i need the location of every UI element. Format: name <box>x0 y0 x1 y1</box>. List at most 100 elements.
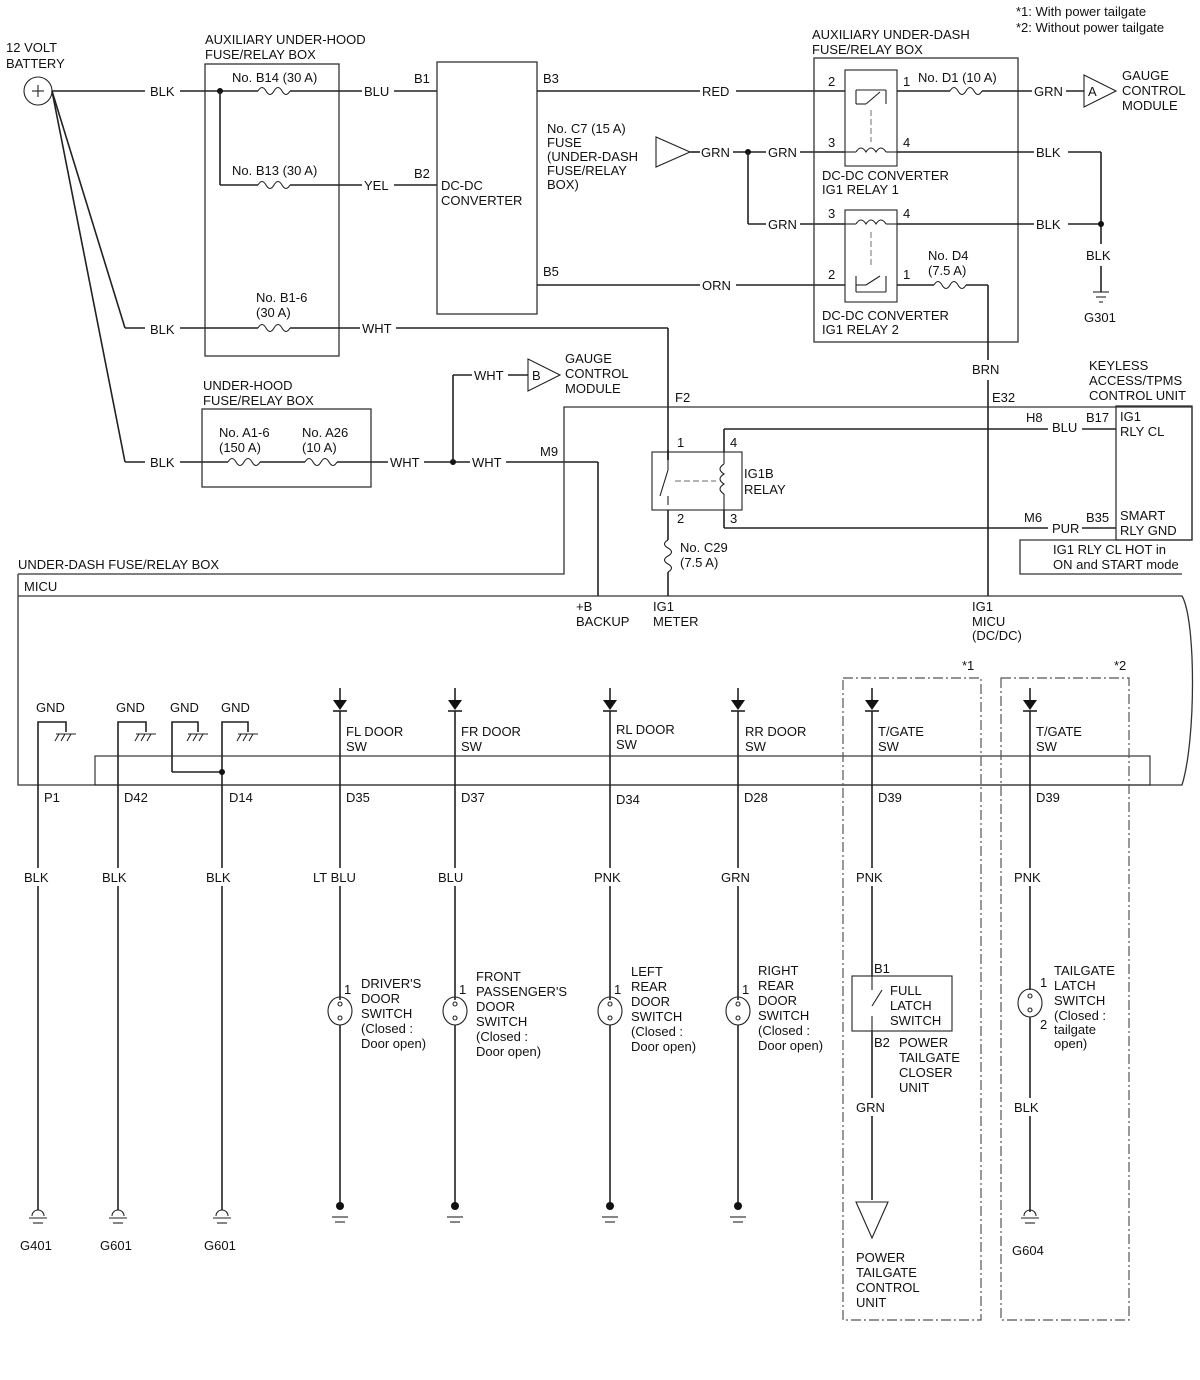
keyless-label-2: ACCESS/TPMS <box>1089 373 1183 388</box>
front-pass-label-5: (Closed : <box>476 1029 528 1044</box>
relay2-pin4: 4 <box>903 206 910 221</box>
wire-pnk-tg2: PNK <box>1014 870 1041 885</box>
fuse-b14-icon <box>257 86 291 96</box>
wire-blu-b1: BLU <box>364 84 389 99</box>
micu-inner-bus <box>94 755 1151 786</box>
ig1b-label-1: IG1B <box>744 466 774 481</box>
ground-g401: G401 <box>20 1238 52 1253</box>
ground-icon-front-pass <box>447 1216 463 1223</box>
battery-label-1: 12 VOLT <box>6 40 57 55</box>
term-d39-b: D39 <box>1036 790 1060 805</box>
ground-g301: G301 <box>1084 310 1116 325</box>
relay1-pin3: 3 <box>828 135 835 150</box>
rl-door-sw-label-2: SW <box>616 737 638 752</box>
wire-grn-c7: GRN <box>701 145 730 160</box>
gnd-label-d14a: GND <box>170 700 199 715</box>
wire-grn-r2: GRN <box>768 217 797 232</box>
keyless-smart-label-1: SMART <box>1120 508 1165 523</box>
left-rear-label-2: REAR <box>631 979 667 994</box>
relay2-label-1: DC-DC CONVERTER <box>822 308 949 323</box>
wire-blk-r2: BLK <box>1036 217 1061 232</box>
relay2-label-2: IG1 RELAY 2 <box>822 322 899 337</box>
gauge-a-label-3: MODULE <box>1122 98 1178 113</box>
wire-wht-m9: WHT <box>472 455 502 470</box>
dcdc-label-2: CONVERTER <box>441 193 522 208</box>
driver-switch-label-2: DOOR <box>361 991 400 1006</box>
full-latch-switch <box>871 976 883 1031</box>
fuse-a26-label-2: (10 A) <box>302 440 337 455</box>
wire-pur-m6: PUR <box>1052 521 1079 536</box>
micu-meter-label-1: IG1 <box>653 599 674 614</box>
term-p1: P1 <box>44 790 60 805</box>
left-rear-label-1: LEFT <box>631 964 663 979</box>
diode-icon-rr <box>731 688 745 712</box>
dcdc-label-1: DC-DC <box>441 178 483 193</box>
fr-door-sw-label-2: SW <box>461 739 483 754</box>
wire-blk-tg2: BLK <box>1014 1100 1039 1115</box>
relay1-label-2: IG1 RELAY 1 <box>822 182 899 197</box>
fuse-c7-label-1: No. C7 (15 A) <box>547 121 626 136</box>
ig1b-relay <box>651 451 743 511</box>
fuse-d4-label-1: No. D4 <box>928 248 968 263</box>
note-2: *2: Without power tailgate <box>1016 20 1164 35</box>
chassis-ground-icon-p1 <box>54 733 76 742</box>
wire-blk-3: BLK <box>150 455 175 470</box>
front-pass-label-2: PASSENGER'S <box>476 984 567 999</box>
tailgate-latch-switch <box>1017 988 1043 1018</box>
aux-underhood-label-2: FUSE/RELAY BOX <box>205 47 316 62</box>
tailgate-latch-label-2: LATCH <box>1054 978 1096 993</box>
right-rear-label-6: Door open) <box>758 1038 823 1053</box>
underhood-label-1: UNDER-HOOD <box>203 378 293 393</box>
fl-door-sw-label-2: SW <box>346 739 368 754</box>
wire-blk-r1: BLK <box>1036 145 1061 160</box>
fuse-d1-icon <box>949 86 983 96</box>
wire-pnk-tg1: PNK <box>856 870 883 885</box>
term-d42: D42 <box>124 790 148 805</box>
wire-yel-b2: YEL <box>364 178 389 193</box>
micu-outline <box>17 574 1194 786</box>
aux-underdash-label-2: FUSE/RELAY BOX <box>812 42 923 57</box>
ig1-note-1: IG1 RLY CL HOT in <box>1053 542 1166 557</box>
fuse-b16-icon <box>257 323 291 333</box>
dcdc-ig1-relay-1 <box>844 69 898 167</box>
keyless-ig1-label-2: RLY CL <box>1120 424 1164 439</box>
right-rear-door-switch <box>725 996 751 1026</box>
tailgate-latch-label-1: TAILGATE <box>1054 963 1115 978</box>
relay1-pin2: 2 <box>828 74 835 89</box>
fuse-b16-label-1: No. B1-6 <box>256 290 307 305</box>
ig1-note-2: ON and START mode <box>1053 557 1179 572</box>
ig1b-pin3: 3 <box>730 511 737 526</box>
micu-meter-label-2: METER <box>653 614 699 629</box>
rr-door-sw-label-2: SW <box>745 739 767 754</box>
term-d14: D14 <box>229 790 253 805</box>
dcdc-ig1-relay-2 <box>844 209 898 303</box>
battery-label-2: BATTERY <box>6 56 65 71</box>
rr-door-sw-label-1: RR DOOR <box>745 724 806 739</box>
ground-g601-b: G601 <box>204 1238 236 1253</box>
aux-underdash-box <box>813 57 1019 343</box>
conn-b: B <box>532 368 541 383</box>
ig1b-label-2: RELAY <box>744 482 786 497</box>
term-b1: B1 <box>414 71 430 86</box>
keyless-unit <box>1115 405 1193 541</box>
term-m9: M9 <box>540 444 558 459</box>
diode-icon-tg2 <box>1023 688 1037 712</box>
left-rear-door-switch <box>597 996 623 1026</box>
chassis-ground-icon-d14a <box>186 733 208 742</box>
tailgate-latch-label-3: SWITCH <box>1054 993 1105 1008</box>
driver-switch-label-4: (Closed : <box>361 1021 413 1036</box>
underdash-box-outline <box>18 406 1193 575</box>
ground-icon-g401 <box>29 1209 47 1224</box>
micu-backup-label-2: BACKUP <box>576 614 629 629</box>
right-rear-label-5: (Closed : <box>758 1023 810 1038</box>
ig1b-pin1: 1 <box>677 435 684 450</box>
connector-arrow-c7 <box>655 136 692 168</box>
right-rear-label-1: RIGHT <box>758 963 799 978</box>
option-2-boundary <box>1000 677 1130 1321</box>
tg1-sw-label-2: SW <box>878 739 900 754</box>
tailgate-latch-pin1: 1 <box>1040 975 1047 990</box>
relay2-pin2: 2 <box>828 267 835 282</box>
rl-door-sw-label-1: RL DOOR <box>616 722 675 737</box>
ground-icon-left-rear <box>602 1216 618 1223</box>
fuse-c7-label-3: (UNDER-DASH <box>547 149 638 164</box>
